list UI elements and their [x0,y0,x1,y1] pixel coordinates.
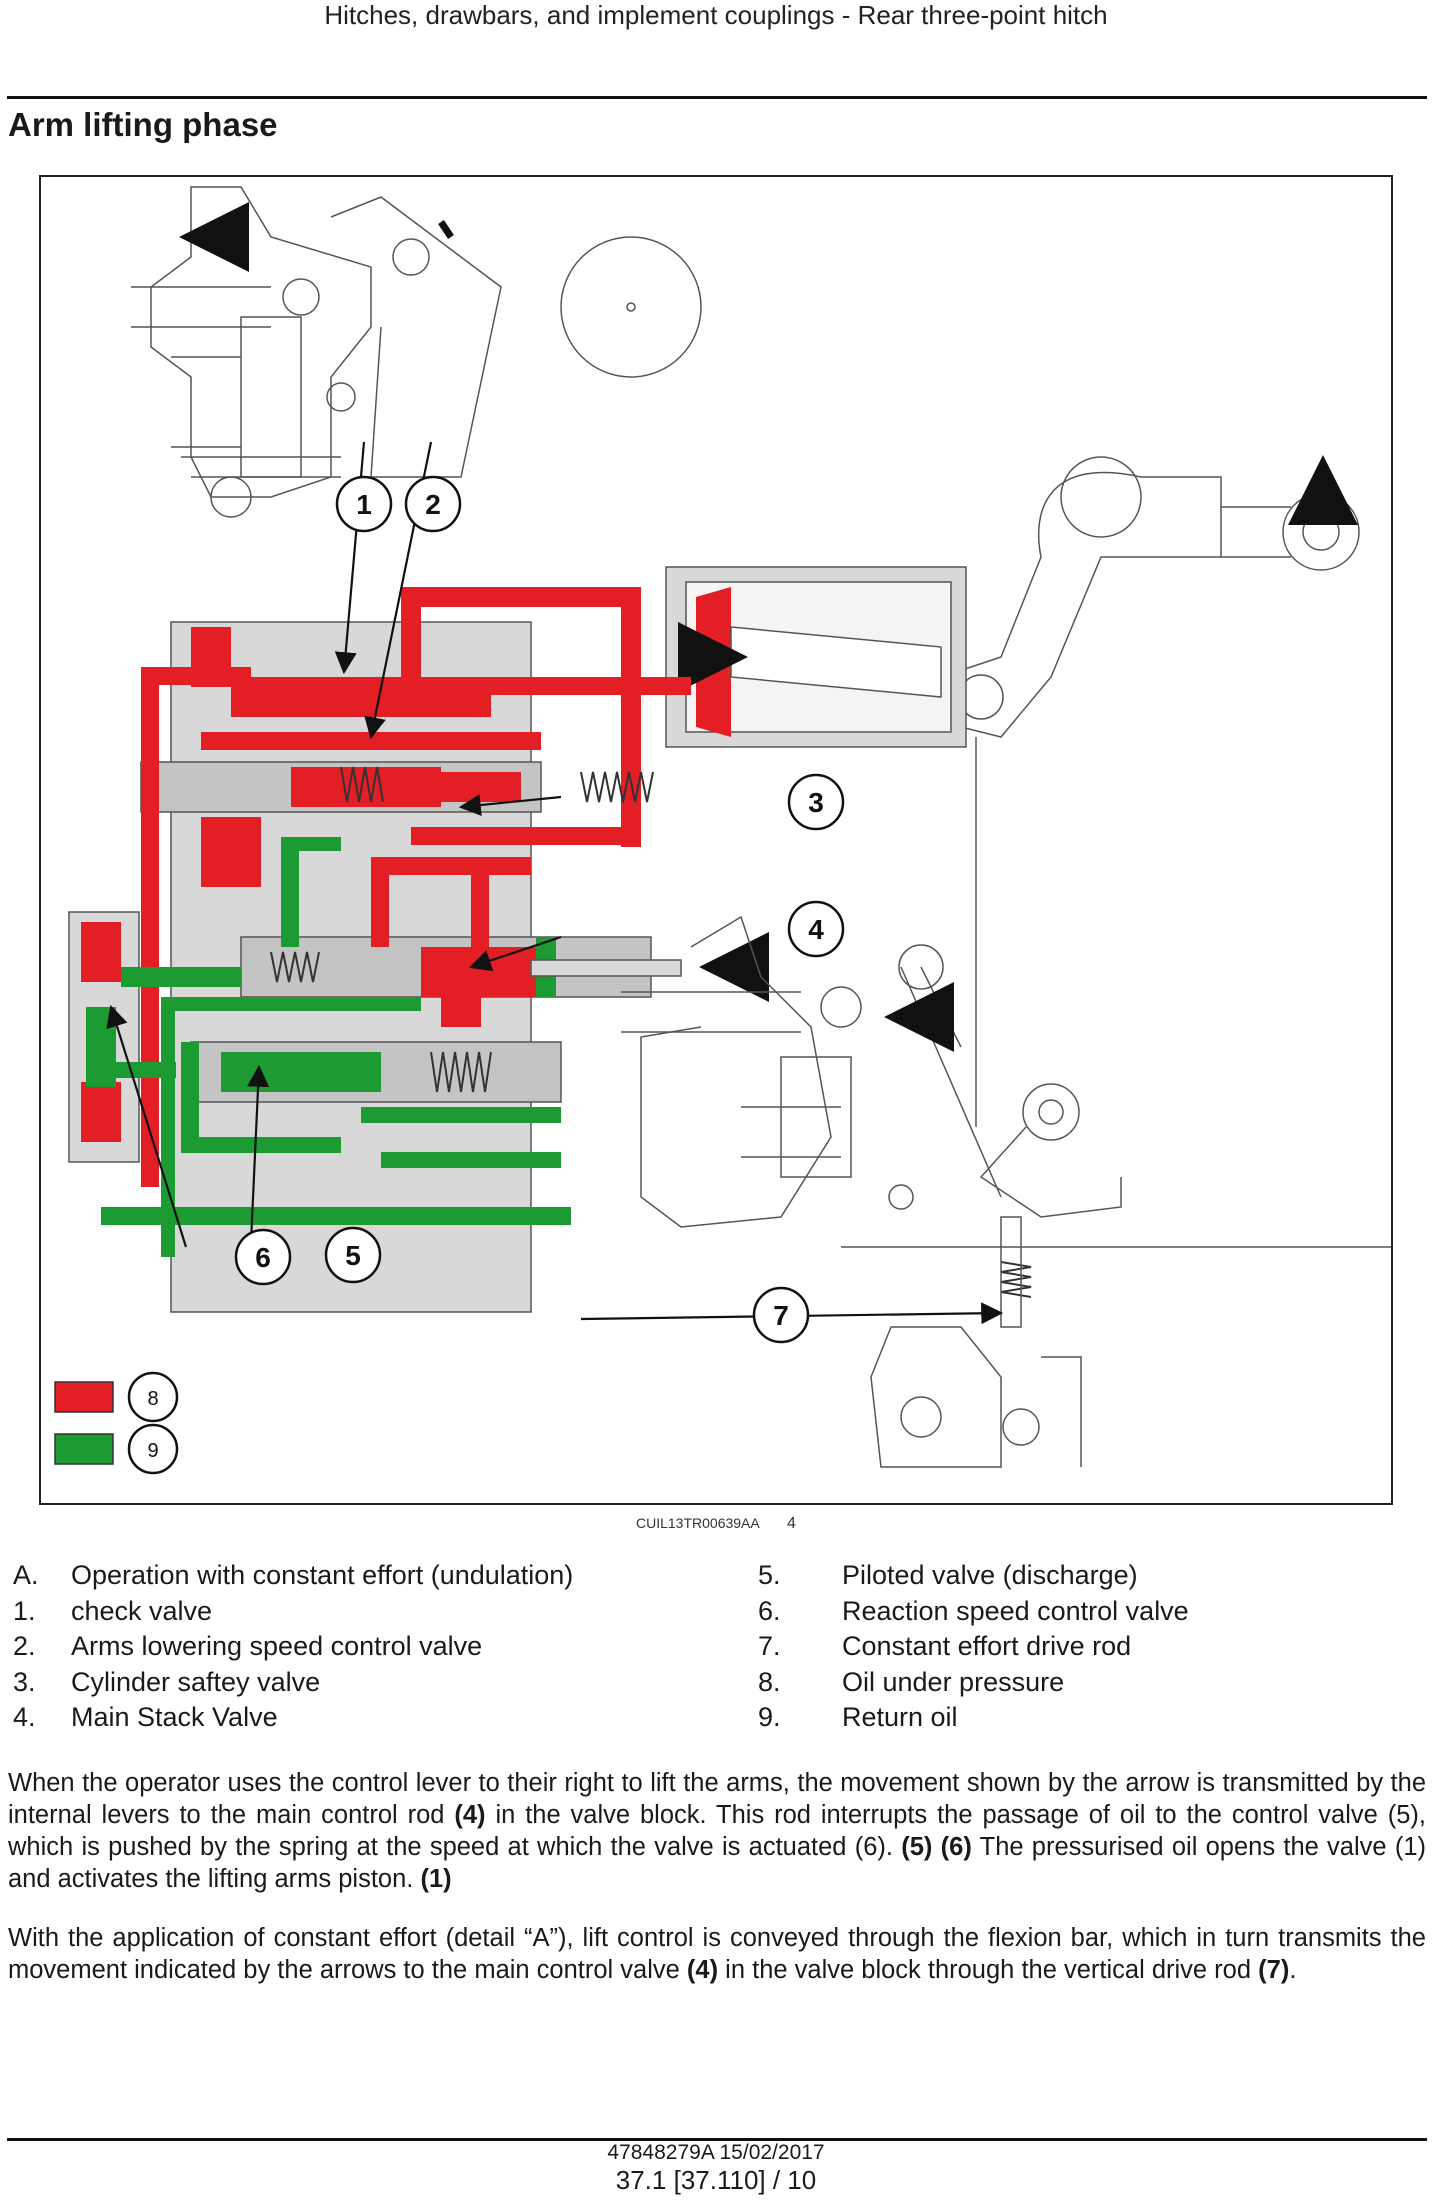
callout-7: 7 [773,1300,789,1331]
callout-1: 1 [356,489,372,520]
callout-9: 9 [147,1440,158,1462]
legend-item: A.Operation with constant effort (undula… [13,1560,574,1590]
legend-swatch-pressure [54,1381,114,1413]
callout-3: 3 [808,787,824,818]
section-title: Arm lifting phase [8,106,278,143]
lower-linkage-outline [621,915,1391,1468]
legend-item: 1.check valve [13,1595,213,1626]
legend-item: 3.Cylinder saftey valve [13,1666,321,1697]
page-reference: 37.1 [37.110] / 10 [615,2165,817,2195]
upper-linkage-outline [131,186,702,518]
legend-item: 8.Oil under pressure [758,1666,1065,1697]
legend-right: 5.Piloted valve (discharge) 6.Reaction s… [745,1558,1425,1736]
legend-item: 5.Piloted valve (discharge) [758,1560,1138,1590]
legend-swatch-return [54,1433,114,1465]
legend-item: 6.Reaction speed control valve [758,1595,1189,1626]
running-header: Hitches, drawbars, and implement couplin… [324,0,1108,30]
main-control-rod [530,959,682,977]
legend-item: 4.Main Stack Valve [13,1702,278,1732]
hydraulic-diagram: 1 2 3 4 5 6 7 8 9 [39,175,1393,1505]
figure-number: 4 [787,1515,796,1532]
pressure-oil-paths [81,587,691,1187]
motion-arrow [438,220,454,239]
callout-5: 5 [345,1240,361,1271]
body-paragraph-1: When the operator uses the control lever… [8,1769,1426,1893]
callout-markers [127,475,845,1475]
doc-reference: 47848279A 15/02/2017 [607,2141,825,2164]
return-oil-paths [86,837,571,1257]
callout-6: 6 [255,1242,271,1273]
callout-labels: 1 2 3 4 5 6 7 8 9 [147,489,824,1462]
legend-item: 7.Constant effort drive rod [758,1631,1132,1661]
springs [270,766,1032,1298]
figure-code: CUIL13TR00639AA [636,1515,760,1531]
legend-item: 9.Return oil [758,1702,958,1732]
cylinder [665,566,967,748]
footer-rule [7,2138,1427,2141]
callout-2: 2 [425,489,441,520]
callout-4: 4 [808,914,824,945]
legend-item: 2.Arms lowering speed control valve [13,1631,483,1661]
body-paragraph-2: With the application of constant effort … [8,1924,1426,1984]
lift-arm-outline [919,456,1360,738]
callout-8: 8 [147,1388,158,1410]
header-rule [7,96,1427,99]
diagram-svg: 1 2 3 4 5 6 7 8 9 [54,186,1391,1475]
legend-left: A.Operation with constant effort (undula… [0,1558,740,1736]
